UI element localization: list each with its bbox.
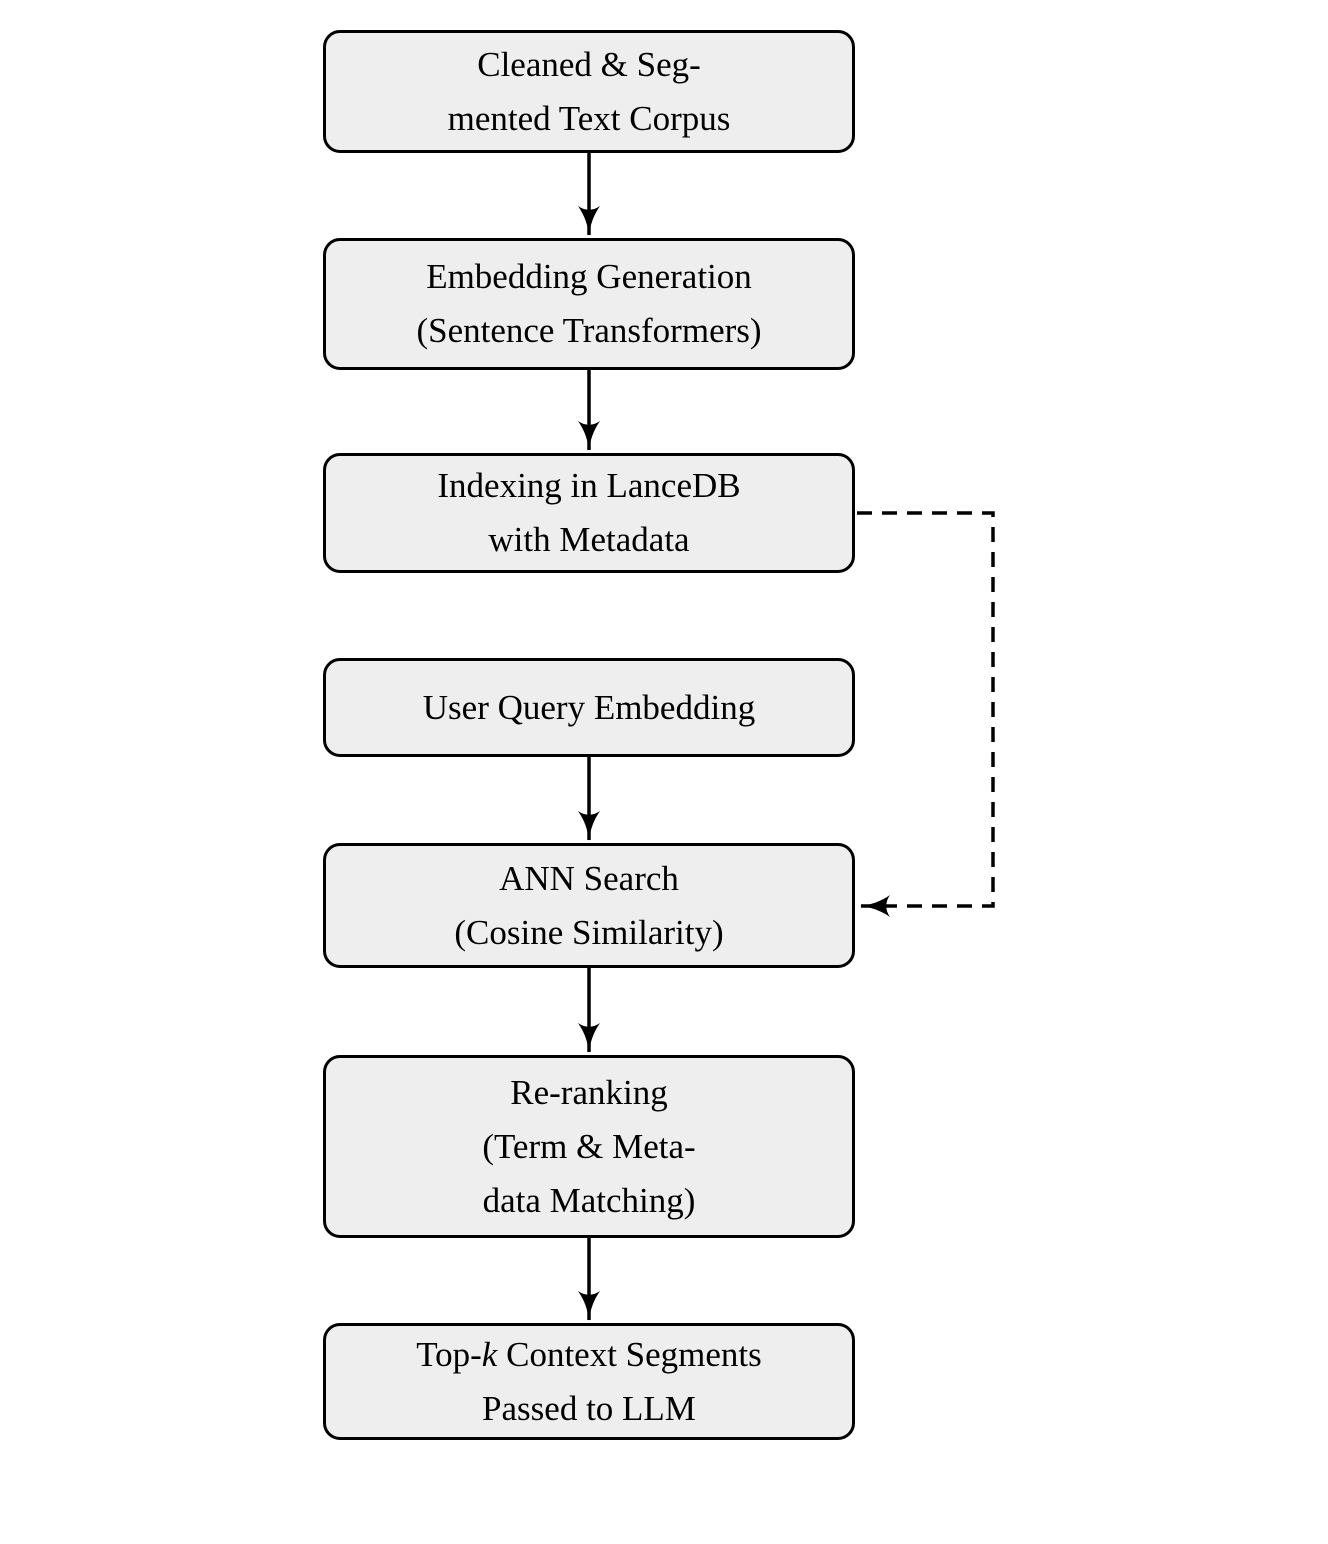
node-line: with Metadata (488, 520, 690, 559)
node-user-query-embedding: User Query Embedding (323, 658, 855, 757)
node-line: mented Text Corpus (447, 98, 731, 138)
node-line: User Query Embedding (422, 687, 756, 727)
node-line: (Sentence Transformers) (416, 311, 762, 350)
dashed-arrow-indexing-to-ann-search (857, 511, 995, 917)
topk-prefix: Top- (416, 1334, 482, 1374)
topk-suffix: Context Segments (497, 1334, 762, 1374)
topk-italic-k: k (481, 1334, 498, 1374)
node-ann-search: ANN Search (Cosine Similarity) (323, 843, 855, 968)
node-line: Cleaned & Seg- (477, 44, 701, 84)
node-line: ANN Search (499, 858, 679, 898)
node-topk-context-segments: Top-k Context Segments Passed to LLM (323, 1323, 855, 1440)
node-line: Passed to LLM (482, 1388, 696, 1428)
node-line: Embedding Generation (426, 257, 752, 296)
node-embedding-generation: Embedding Generation (Sentence Transform… (323, 238, 855, 370)
node-line: Re-ranking (510, 1072, 668, 1112)
node-line: Indexing in LanceDB (437, 466, 741, 505)
node-line: Top-k Context Segments (416, 1328, 762, 1382)
node-re-ranking: Re-ranking (Term & Meta- data Matching) (323, 1055, 855, 1238)
node-line: (Cosine Similarity) (454, 912, 724, 952)
node-line: data Matching) (482, 1180, 696, 1220)
node-indexing-in-lancedb: Indexing in LanceDB with Metadata (323, 453, 855, 573)
node-line: (Term & Meta- (482, 1126, 696, 1166)
node-cleaned-segmented-text-corpus: Cleaned & Seg- mented Text Corpus (323, 30, 855, 153)
